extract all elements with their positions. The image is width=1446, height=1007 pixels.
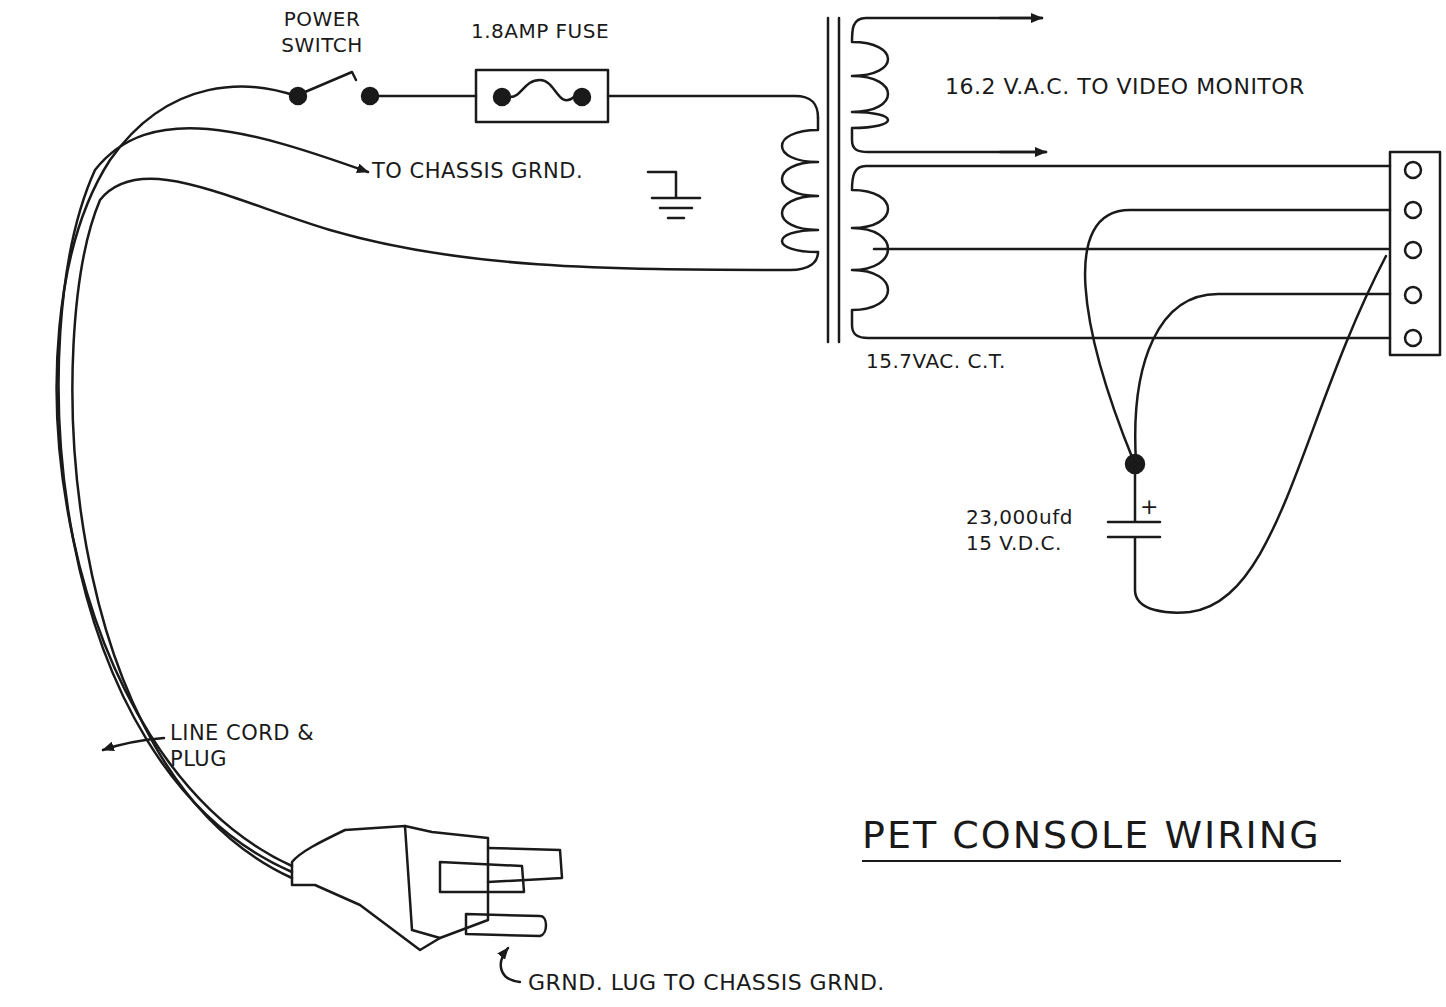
ground-pin bbox=[466, 914, 546, 936]
plug-body bbox=[405, 826, 440, 938]
plug-prong bbox=[440, 862, 524, 892]
diagram-title: PET CONSOLE WIRING bbox=[862, 812, 1341, 862]
capacitor-symbol bbox=[1108, 256, 1386, 613]
monitor-label: 16.2 V.A.C. TO VIDEO MONITOR bbox=[945, 74, 1305, 100]
wire bbox=[608, 96, 818, 118]
terminal bbox=[1405, 330, 1421, 346]
winding-label: 15.7VAC. C.T. bbox=[866, 348, 1006, 374]
terminal bbox=[1405, 162, 1421, 178]
fuse-terminal bbox=[494, 89, 510, 105]
line-cord-wire bbox=[59, 128, 368, 872]
ground-label: TO CHASSIS GRND. bbox=[372, 158, 583, 184]
wire bbox=[1085, 210, 1390, 462]
cord-label: LINE CORD & PLUG bbox=[170, 720, 340, 772]
switch-terminal bbox=[290, 88, 306, 104]
fuse-holder bbox=[476, 70, 608, 122]
primary-winding bbox=[782, 118, 818, 252]
leader-line bbox=[501, 948, 520, 982]
polarity-mark: + bbox=[1140, 494, 1159, 520]
fuse-label: 1.8AMP FUSE bbox=[470, 18, 610, 44]
monitor-lead bbox=[1000, 151, 1046, 154]
secondary-winding bbox=[852, 166, 1390, 338]
fuse-terminal bbox=[574, 89, 590, 105]
center-tap bbox=[874, 248, 1388, 251]
wire bbox=[1135, 294, 1390, 462]
switch-label: POWER SWITCH bbox=[262, 6, 382, 58]
monitor-lead bbox=[1000, 17, 1042, 20]
terminal bbox=[1405, 287, 1421, 303]
terminal bbox=[1405, 202, 1421, 218]
terminal bbox=[1405, 242, 1421, 258]
switch-lever bbox=[305, 72, 356, 92]
plug-body bbox=[292, 826, 488, 950]
wire bbox=[378, 95, 476, 98]
terminal-strip bbox=[1390, 152, 1440, 355]
fuse-element bbox=[510, 80, 574, 100]
leader-line bbox=[103, 738, 164, 750]
ground-lug-label: GRND. LUG TO CHASSIS GRND. bbox=[528, 970, 885, 996]
capacitor-label: 23,000ufd 15 V.D.C. bbox=[966, 504, 1086, 556]
line-cord-wire bbox=[72, 179, 818, 878]
transformer-core bbox=[828, 18, 839, 342]
ground-symbol bbox=[648, 172, 700, 218]
switch-terminal bbox=[362, 88, 378, 104]
